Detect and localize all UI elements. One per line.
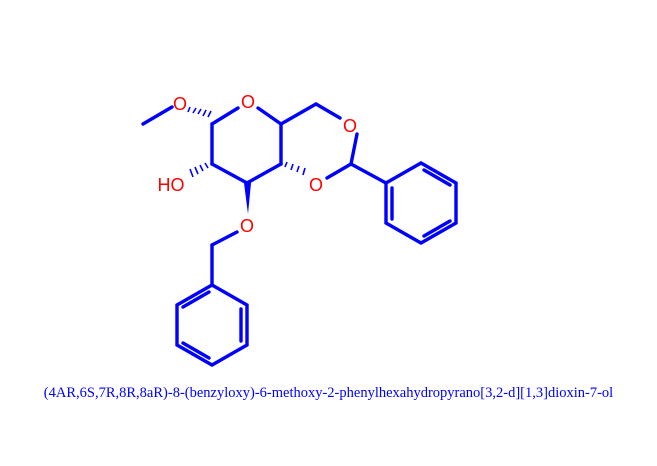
atom-hydroxyl: HO	[158, 175, 185, 195]
phenyl-ring-right	[384, 161, 458, 245]
bond-otop-c2	[349, 132, 359, 166]
atom-o-dioxane-bottom: O	[309, 175, 323, 195]
wedge-c8-obenzyl	[244, 183, 251, 214]
bond-obenzyl-ch2	[210, 230, 239, 247]
wedge-c8a-oring	[262, 108, 284, 127]
phenyl-ring-bottom	[175, 283, 249, 367]
bond-ch3-o	[141, 105, 174, 126]
bond-oring-c8a	[256, 106, 283, 126]
bond-c2-obottom	[325, 162, 353, 180]
atom-o-dioxane-top: O	[343, 116, 357, 136]
hash-bond-c7-oh	[189, 162, 209, 178]
bond-c2-phenyl	[349, 162, 388, 185]
atom-o-benzyloxy: O	[240, 216, 254, 236]
bond-c4-otop	[314, 102, 342, 120]
compound-name: (4AR,6S,7R,8R,8aR)-8-(benzyloxy)-6-metho…	[43, 385, 614, 401]
bond-c6-oring	[210, 106, 240, 126]
bond-c4a-c8	[245, 162, 283, 185]
atom-o-ring: O	[241, 92, 255, 112]
bond-c8-c7	[210, 162, 249, 185]
atom-o-methoxy: O	[173, 94, 187, 114]
hash-bond-c6-omethoxy	[187, 106, 212, 118]
bond-c8a-c4	[279, 102, 318, 126]
hash-bond-c4a-obottom	[284, 161, 306, 176]
